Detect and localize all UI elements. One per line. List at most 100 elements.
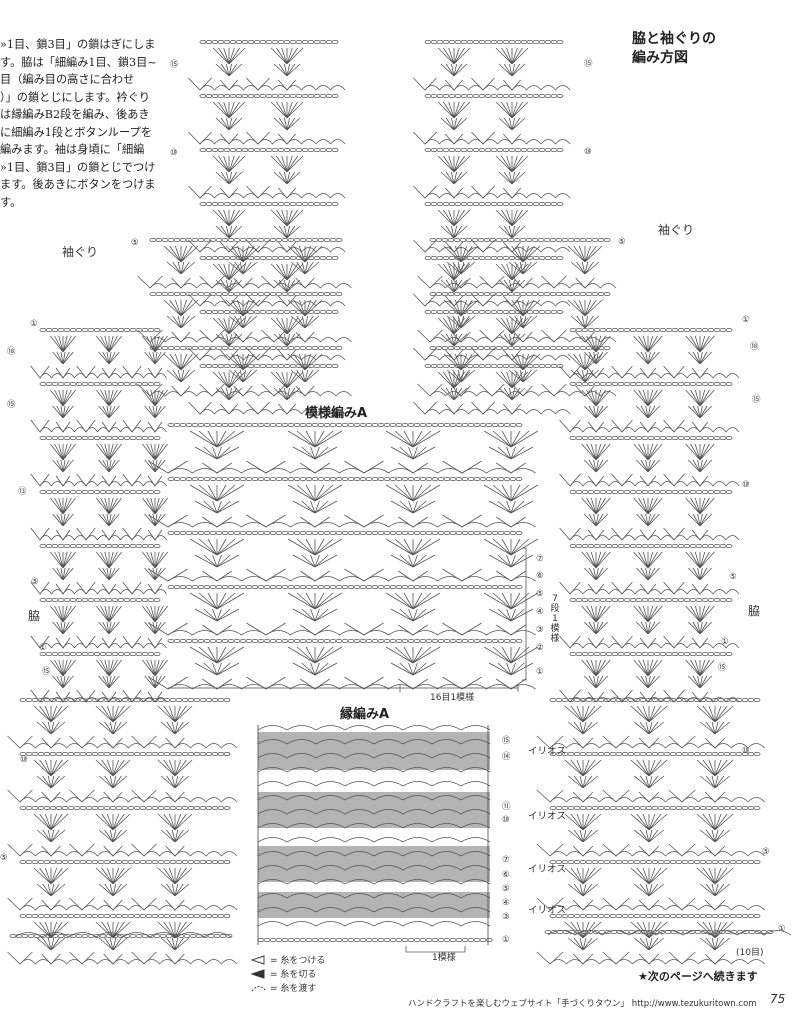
chain-row <box>569 382 733 386</box>
armhole-label-left: 袖ぐり <box>62 245 99 259</box>
v-stitch <box>559 473 581 487</box>
chain-row <box>39 544 161 548</box>
edging-a-row-label: ⑪ <box>502 802 511 812</box>
v-stitch <box>147 421 163 433</box>
fan-stitch <box>166 369 196 383</box>
arc-row <box>167 576 536 582</box>
fan-stitch <box>636 621 660 635</box>
fan-stitch <box>292 446 338 460</box>
row-marker: ⑤ <box>31 577 39 587</box>
v-stitch <box>41 899 61 911</box>
v-stitch <box>444 79 464 91</box>
fan-stitch <box>437 47 471 65</box>
v-stitch <box>344 568 384 582</box>
fan-stitch <box>287 646 343 664</box>
fan-stitch <box>144 621 166 635</box>
fan-stitch <box>33 867 69 885</box>
v-stitch <box>668 843 696 857</box>
fan-stitch <box>142 443 168 461</box>
v-stitch <box>587 637 605 649</box>
fan-stitch <box>443 299 479 317</box>
fan-stitch <box>584 621 608 635</box>
fan-stitch <box>98 513 120 527</box>
v-stitch <box>147 475 163 487</box>
fan-stitch <box>584 351 608 365</box>
arc-row <box>39 589 167 595</box>
arc-row <box>257 725 491 731</box>
v-stitch <box>602 735 630 749</box>
fan-stitch <box>287 538 343 556</box>
v-stitch <box>513 277 533 289</box>
fan-stitch <box>483 484 539 502</box>
fan-stitch <box>96 497 122 515</box>
fan-stitch <box>96 335 122 353</box>
v-stitch <box>295 331 315 343</box>
v-stitch <box>165 899 185 911</box>
v-stitch <box>165 791 185 803</box>
v-stitch <box>103 845 123 857</box>
v-stitch <box>691 529 709 541</box>
arc-row <box>257 921 491 927</box>
v-stitch <box>417 383 443 397</box>
fan-stitch <box>95 813 131 831</box>
v-stitch <box>611 365 633 379</box>
fan-stitch <box>584 567 608 581</box>
fan-stitch <box>685 659 715 677</box>
fan-stitch <box>488 608 534 622</box>
v-stitch <box>513 331 533 343</box>
fan-stitch <box>488 500 534 514</box>
arc-row <box>257 739 491 745</box>
arc-row <box>257 753 491 759</box>
v-stitch <box>611 419 633 433</box>
chain-row <box>39 652 161 656</box>
row-marker: ⑩ <box>20 755 28 765</box>
v-stitch <box>639 691 657 703</box>
v-stitch <box>668 789 696 803</box>
chain-row <box>149 292 343 296</box>
fan-stitch <box>567 721 599 735</box>
fan-stitch <box>144 459 166 473</box>
v-stitch <box>131 951 157 965</box>
v-stitch <box>398 516 428 528</box>
fan-stitch <box>95 705 131 723</box>
arc-row <box>549 851 765 857</box>
fan-stitch <box>144 351 166 365</box>
v-stitch <box>572 953 594 965</box>
v-stitch <box>165 737 185 749</box>
fan-stitch <box>636 459 660 473</box>
fan-stitch <box>270 371 304 389</box>
fan-stitch <box>696 921 734 939</box>
edging-a-row-label: ⑮ <box>502 736 511 746</box>
row-marker: ⑬ <box>18 487 27 497</box>
fan-stitch <box>437 317 471 335</box>
chain-row <box>549 752 761 756</box>
fan-stitch <box>270 209 304 227</box>
fan-stitch <box>581 443 611 461</box>
fan-stitch <box>483 592 539 610</box>
chain-row <box>199 40 339 44</box>
fan-stitch <box>567 245 603 263</box>
chain-row <box>424 148 564 152</box>
v-stitch <box>691 475 709 487</box>
stitch-count-label: (10目) <box>736 948 764 958</box>
fan-stitch <box>699 721 731 735</box>
chain-row <box>39 436 161 440</box>
fan-stitch <box>699 937 731 951</box>
yarn-name-label: イリオス <box>528 746 567 757</box>
v-stitch <box>502 79 522 91</box>
v-stitch <box>69 843 95 857</box>
fan-stitch <box>564 867 602 885</box>
v-stitch <box>471 77 495 91</box>
fan-stitch <box>228 261 258 275</box>
fan-stitch <box>567 883 599 897</box>
v-stitch <box>413 131 437 145</box>
fan-stitch <box>160 937 190 951</box>
edging-shaded-band <box>258 892 490 918</box>
fan-stitch <box>194 554 240 568</box>
v-stitch <box>188 185 212 199</box>
v-stitch <box>246 460 286 474</box>
fan-stitch <box>163 353 199 371</box>
chain-row <box>149 238 343 242</box>
fan-stitch <box>440 171 468 185</box>
arc-row <box>257 809 491 815</box>
